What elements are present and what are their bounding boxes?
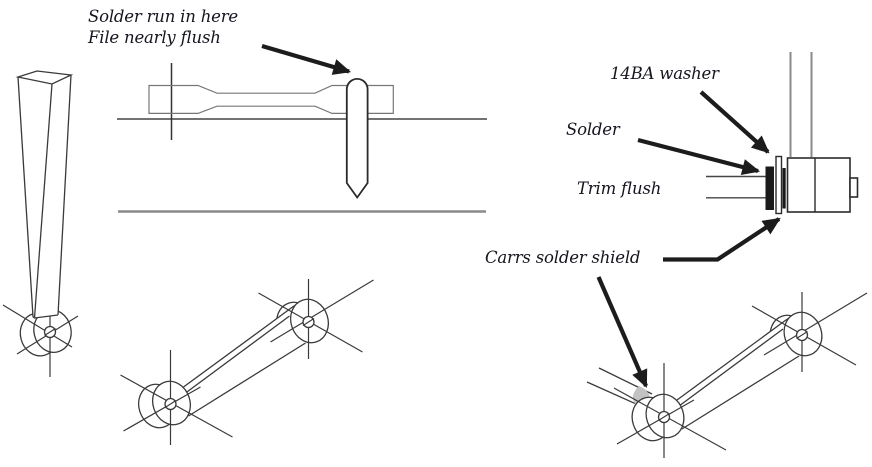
solder-run-label-line1: Solder run in here bbox=[88, 7, 238, 26]
solder-run-label-line2: File nearly flush bbox=[88, 28, 221, 47]
arrow-to-taper-pin bbox=[261, 43, 352, 75]
rod-with-shield-drawing bbox=[586, 291, 868, 459]
rod-profile bbox=[148, 84, 394, 114]
coupling-rod-iso-drawing bbox=[119, 278, 375, 446]
solder-fillet bbox=[765, 166, 774, 210]
arrow-to-solder bbox=[637, 137, 761, 175]
arrow-to-shield-on-rod bbox=[596, 276, 648, 388]
taper-pin bbox=[345, 78, 369, 200]
solder-run-label: Solder run in here File nearly flush bbox=[88, 6, 238, 48]
crankpin-end-nub bbox=[849, 177, 859, 198]
taper-broach bbox=[15, 70, 74, 319]
solder-label: Solder bbox=[566, 120, 620, 139]
crankpin-assembly-drawing bbox=[706, 52, 859, 215]
arrow-to-shield-strip bbox=[663, 217, 781, 262]
rod-side-view-drawing bbox=[117, 63, 487, 213]
washer-label: 14BA washer bbox=[610, 64, 719, 83]
arrow-to-washer bbox=[699, 90, 770, 154]
solder-shield-strip bbox=[782, 168, 786, 209]
broach-in-wheel-drawing bbox=[2, 70, 79, 377]
annotation-arrows bbox=[261, 43, 781, 388]
trim-flush-label: Trim flush bbox=[577, 179, 662, 198]
carrs-shield-label: Carrs solder shield bbox=[485, 248, 641, 267]
crankpin-bush-block bbox=[786, 157, 851, 213]
washer-14ba bbox=[775, 155, 783, 215]
